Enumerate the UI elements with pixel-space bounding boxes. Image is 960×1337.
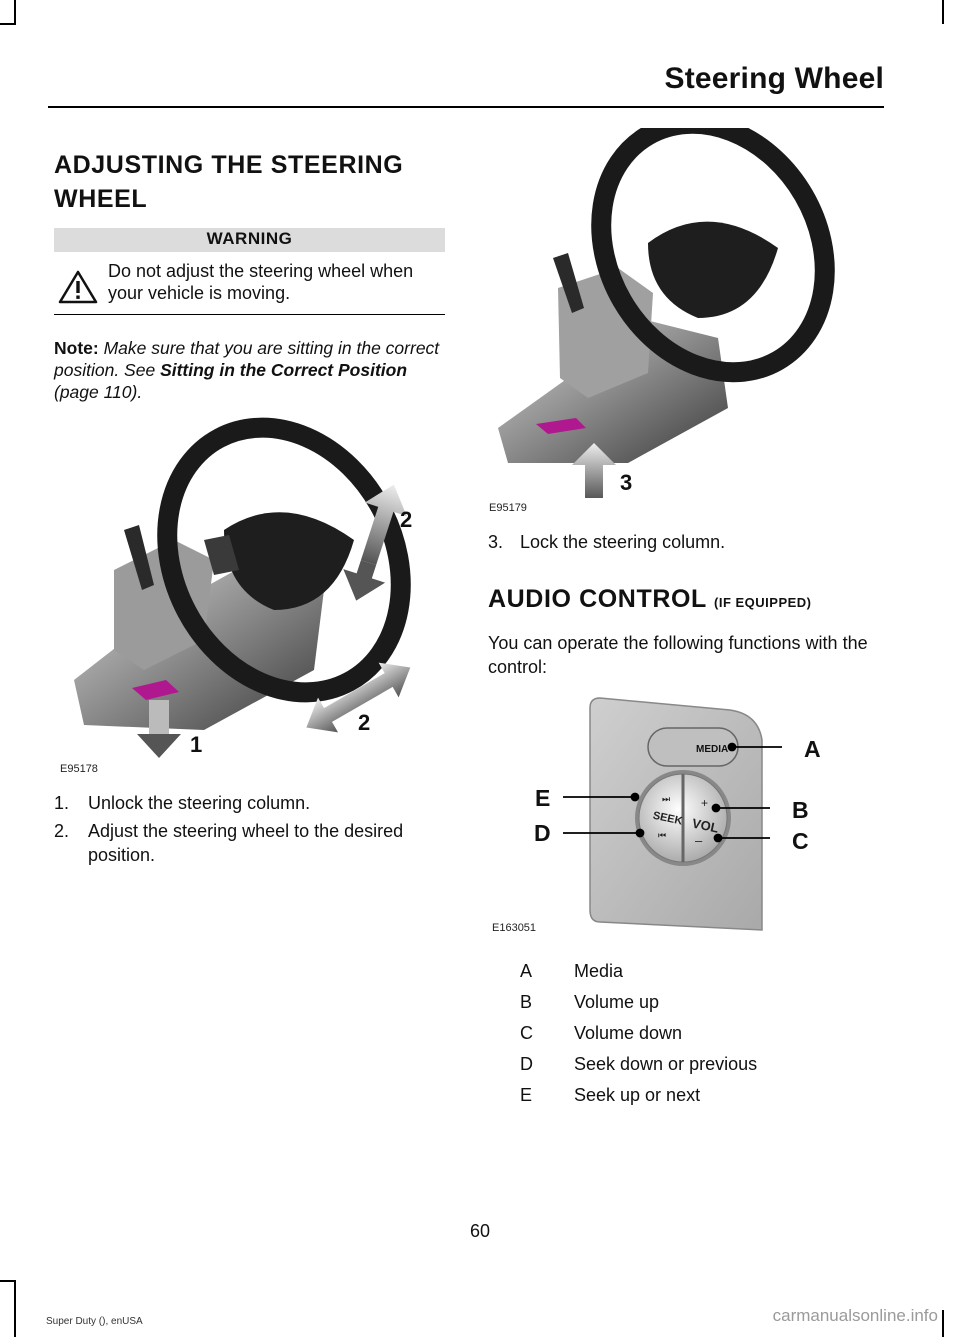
figure-code-3: E163051 — [492, 922, 537, 934]
vol-label: VOL — [691, 816, 720, 836]
heading-line-2: WHEEL — [54, 185, 148, 213]
warning-divider — [54, 314, 445, 315]
callout-1: 1 — [190, 732, 202, 757]
note-link[interactable]: Sitting in the Correct Position — [160, 360, 408, 380]
callout-2-vertical: 2 — [400, 507, 412, 532]
audio-control-illustration: MEDIA SEEK VOL + – ⏭ ⏮ A B C D E — [534, 697, 821, 931]
document-id: Super Duty (), enUSA — [46, 1316, 143, 1327]
minus-label: – — [695, 833, 703, 848]
key-row: C Volume down — [488, 1023, 884, 1054]
crop-mark — [14, 1280, 16, 1337]
key-letter: B — [520, 992, 533, 1012]
note-text: Make sure that you are sitting in the co… — [54, 338, 440, 380]
steering-wheel-adjust-illustration: 2 2 1 — [74, 417, 412, 758]
callout-3: 3 — [620, 470, 632, 495]
step-number: 2. — [54, 821, 70, 841]
callout-B: B — [792, 797, 809, 823]
step-text: Lock the steering column. — [520, 532, 726, 552]
page-number: 60 — [469, 1221, 491, 1241]
callout-2-horizontal: 2 — [358, 710, 370, 735]
warning-title: WARNING — [206, 229, 293, 248]
key-text: Volume down — [574, 1023, 683, 1043]
note-label: Note: — [54, 338, 99, 358]
key-text: Volume up — [574, 992, 660, 1012]
step-1: 1. Unlock the steering column. — [54, 791, 450, 815]
step-text: Unlock the steering column. — [88, 793, 311, 813]
callout-E: E — [535, 785, 550, 811]
step-3: 3. Lock the steering column. — [488, 530, 884, 554]
step-text: Adjust the steering wheel to the desired… — [88, 821, 404, 865]
warning-text: Do not adjust the steering wheel when yo… — [108, 261, 414, 303]
key-letter: E — [520, 1085, 533, 1105]
audio-heading-suffix: (IF EQUIPPED) — [714, 595, 812, 610]
crop-mark — [942, 0, 944, 24]
crop-mark — [0, 1280, 16, 1282]
heading-line-1: ADJUSTING THE STEERING — [54, 151, 404, 179]
note-page-ref: (page 110). — [54, 382, 143, 402]
warning-triangle-icon — [58, 270, 98, 304]
note-paragraph: Note: Make sure that you are sitting in … — [54, 337, 450, 403]
page-header-title: Steering Wheel — [664, 62, 884, 95]
warning-header-bar — [54, 228, 445, 252]
key-text: Media — [574, 961, 624, 981]
audio-key-table: A Media B Volume up C Volume down D Seek… — [488, 961, 884, 1116]
media-button-label: MEDIA — [696, 744, 728, 755]
step-2: 2. Adjust the steering wheel to the desi… — [54, 819, 450, 867]
figure-code-2: E95179 — [489, 502, 527, 514]
plus-label: + — [701, 796, 708, 810]
key-row: D Seek down or previous — [488, 1054, 884, 1085]
step-number: 1. — [54, 793, 70, 813]
header-divider — [48, 106, 884, 108]
crop-mark — [0, 23, 16, 25]
key-letter: D — [520, 1054, 533, 1074]
key-row: B Volume up — [488, 992, 884, 1023]
step-number: 3. — [488, 532, 504, 552]
audio-heading: AUDIO CONTROL — [488, 585, 707, 613]
seek-down-icon: ⏮ — [658, 830, 666, 840]
crop-mark — [942, 1310, 944, 1337]
section-heading-audio: AUDIO CONTROL (IF EQUIPPED) — [488, 582, 812, 620]
seek-up-icon: ⏭ — [662, 794, 670, 804]
steering-wheel-lock-illustration: 3 — [498, 128, 835, 498]
key-row: E Seek up or next — [488, 1085, 884, 1116]
callout-A: A — [804, 736, 821, 762]
key-letter: C — [520, 1023, 533, 1043]
watermark: carmanualsonline.info — [772, 1306, 938, 1325]
callout-C: C — [792, 828, 809, 854]
key-row: A Media — [488, 961, 884, 992]
key-letter: A — [520, 961, 533, 981]
callout-D: D — [534, 820, 551, 846]
crop-mark — [14, 0, 16, 24]
key-text: Seek down or previous — [574, 1054, 758, 1074]
audio-intro: You can operate the following functions … — [488, 633, 868, 677]
key-text: Seek up or next — [574, 1085, 701, 1105]
figure-code-1: E95178 — [60, 763, 98, 775]
section-heading-adjusting: ADJUSTING THE STEERING WHEEL — [54, 148, 403, 216]
